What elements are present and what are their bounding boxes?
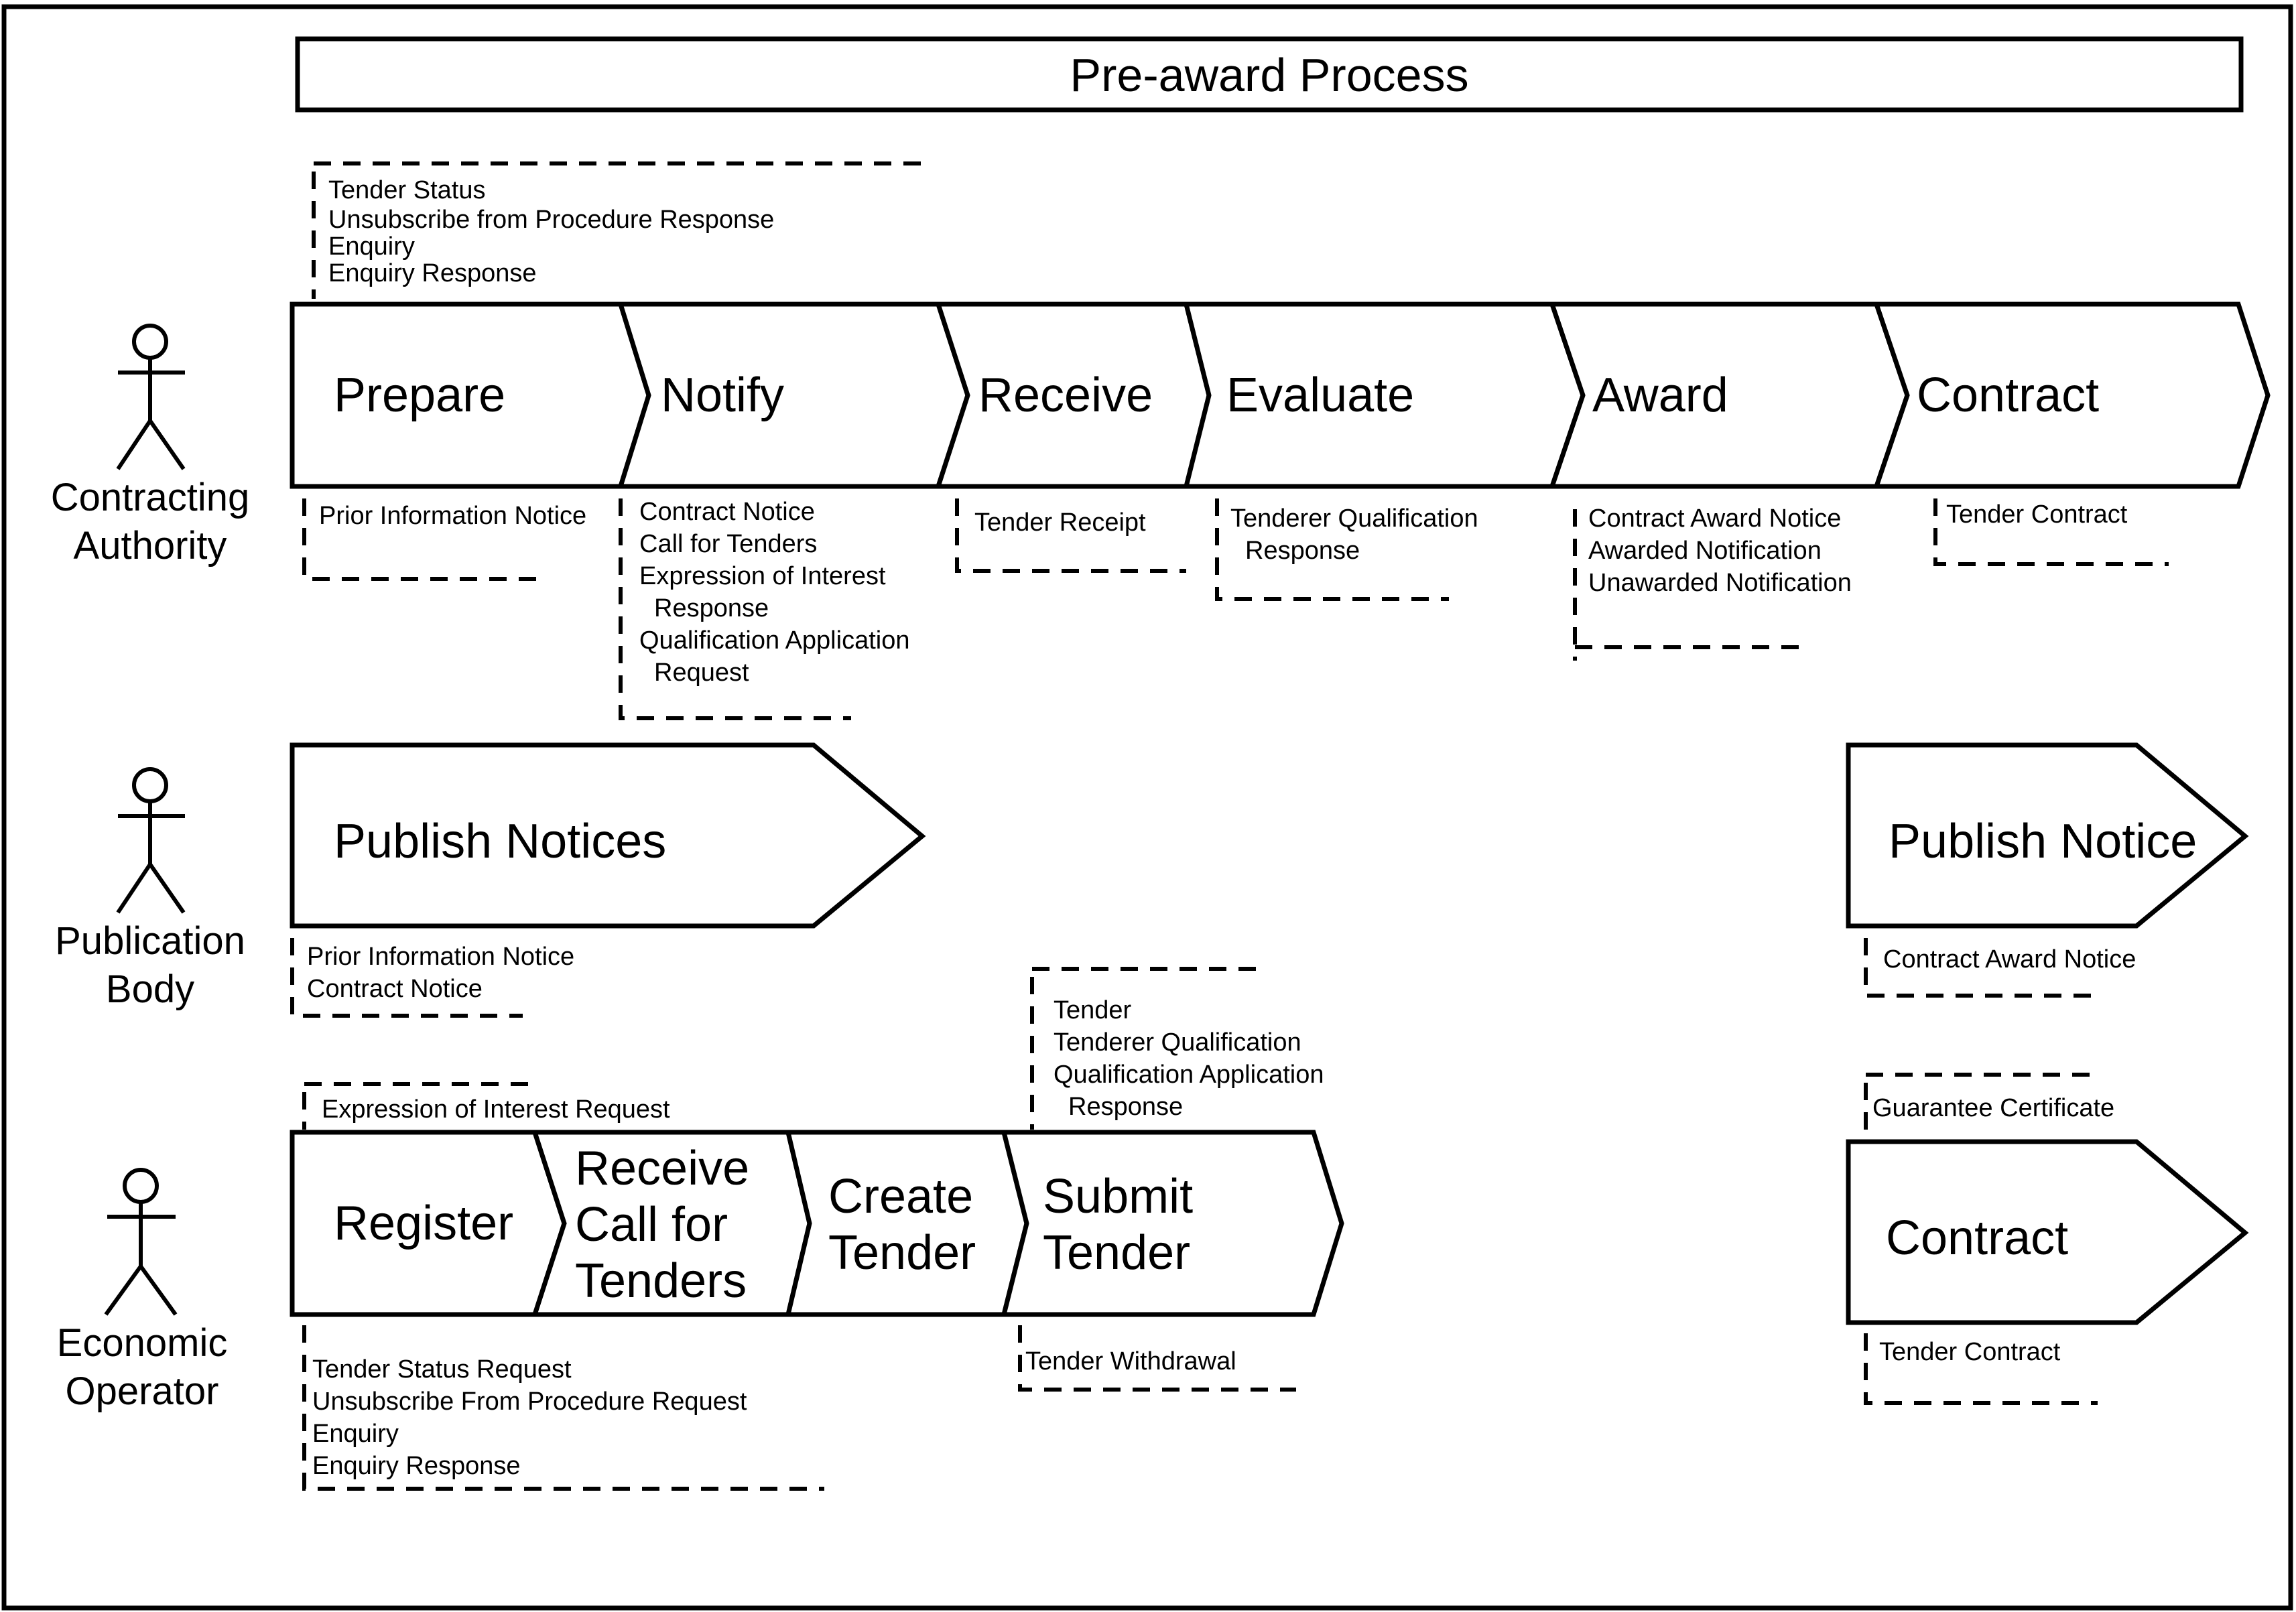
annotation-line: Response <box>1245 537 1360 565</box>
annotation-line: Tender Status Request <box>312 1355 572 1384</box>
annotation-line: Tender <box>1054 996 1132 1024</box>
annotation-publish-notice: Contract Award Notice <box>1864 938 2136 998</box>
actor-publication-body: Publication Body <box>55 767 245 1011</box>
step-publish-notices <box>290 742 926 929</box>
annotation-line: Tender Receipt <box>974 509 1146 537</box>
step-label: Prepare <box>334 368 505 422</box>
annotation-publish-notices: Prior Information Notice Contract Notice <box>290 938 574 1018</box>
annotation-register-bottom: Tender Status Request Unsubscribe From P… <box>302 1325 824 1491</box>
annotation-line: Tenderer Qualification <box>1230 505 1478 533</box>
annotation-line: Unawarded Notification <box>1588 569 1852 597</box>
annotation-contract-ca: Tender Contract <box>1933 498 2169 566</box>
actor-label-line: Authority <box>74 524 227 567</box>
annotation-contract-eo-bottom: Tender Contract <box>1864 1333 2098 1405</box>
annotation-award: Contract Award Notice Awarded Notificati… <box>1573 505 1852 661</box>
annotation-line: Enquiry Response <box>328 259 537 287</box>
step-label: Call for <box>575 1198 728 1252</box>
annotation-line: Contract Notice <box>307 975 483 1003</box>
ca-process-chain: Prepare Notify Receive Evaluate Award Co… <box>290 301 2271 489</box>
annotation-line: Enquiry <box>328 232 415 261</box>
actor-economic-operator: Economic Operator <box>57 1168 228 1413</box>
step-label: Tender <box>828 1226 976 1280</box>
stick-figure-icon <box>116 767 186 914</box>
annotation-line: Call for Tenders <box>639 530 817 558</box>
annotation-line: Qualification Application <box>639 626 909 655</box>
annotation-notify: Contract Notice Call for Tenders Express… <box>619 498 909 720</box>
step-publish-notice <box>1846 742 2249 929</box>
annotation-line: Tenderer Qualification <box>1054 1028 1301 1057</box>
page-title: Pre-award Process <box>1070 49 1468 101</box>
actor-label-line: Operator <box>66 1369 219 1413</box>
step-label: Tenders <box>575 1254 747 1308</box>
annotation-line: Tender Contract <box>1946 500 2128 529</box>
annotation-ca-top: Tender Status Unsubscribe from Procedure… <box>312 161 925 299</box>
annotation-receive: Tender Receipt <box>955 498 1186 573</box>
outer-frame <box>1 4 2293 1611</box>
actor-label-line: Body <box>106 967 194 1011</box>
annotation-line: Unsubscribe From Procedure Request <box>312 1388 747 1416</box>
annotation-line: Contract Notice <box>639 498 815 526</box>
step-label: Contract <box>1886 1211 2068 1265</box>
annotation-line: Awarded Notification <box>1588 537 1822 565</box>
step-label: Receive <box>978 368 1153 422</box>
annotation-line: Expression of Interest Request <box>322 1095 670 1124</box>
annotation-line: Tender Withdrawal <box>1025 1347 1236 1375</box>
annotation-line: Unsubscribe from Procedure Response <box>328 206 774 234</box>
step-label: Submit <box>1043 1170 1193 1223</box>
title-box <box>295 36 2244 113</box>
annotation-line: Tender Status <box>328 176 485 204</box>
stick-figure-icon <box>104 1168 178 1316</box>
actor-label-line: Contracting <box>51 476 250 519</box>
annotation-line: Contract Award Notice <box>1883 945 2136 973</box>
step-label: Notify <box>661 368 784 422</box>
annotation-line: Response <box>1068 1093 1183 1121</box>
annotation-line: Contract Award Notice <box>1588 505 1841 533</box>
step-label: Create <box>828 1170 973 1223</box>
step-label: Register <box>334 1197 513 1250</box>
step-label: Receive <box>575 1142 749 1195</box>
annotation-line: Enquiry Response <box>312 1452 521 1480</box>
annotation-line: Expression of Interest <box>639 562 886 590</box>
step-label: Tender <box>1043 1226 1190 1280</box>
annotation-line: Enquiry <box>312 1420 399 1448</box>
step-contract <box>1873 301 2271 489</box>
step-label: Publish Notices <box>334 815 666 868</box>
step-label: Contract <box>1917 368 2099 422</box>
annotation-register-top: Expression of Interest Request <box>302 1082 670 1130</box>
annotation-line: Qualification Application <box>1054 1061 1324 1089</box>
annotation-contract-eo-top: Guarantee Certificate <box>1864 1073 2114 1132</box>
step-submit-tender <box>1001 1130 1344 1317</box>
step-label: Evaluate <box>1226 368 1414 422</box>
stick-figure-icon <box>116 324 186 470</box>
annotation-line: Response <box>654 594 769 622</box>
actor-contracting-authority: Contracting Authority <box>51 324 250 567</box>
eo-process-chain: Register Receive Call for Tenders Create… <box>290 1130 1344 1317</box>
actor-label-line: Economic <box>57 1321 228 1365</box>
annotation-line: Prior Information Notice <box>319 502 586 530</box>
annotation-line: Request <box>654 659 749 687</box>
step-label: Award <box>1592 368 1728 422</box>
annotation-submit-bottom: Tender Withdrawal <box>1018 1325 1296 1392</box>
step-create-tender <box>785 1130 1029 1317</box>
annotation-evaluate: Tenderer Qualification Response <box>1215 498 1478 601</box>
actor-label-line: Publication <box>55 919 245 963</box>
annotation-prepare: Prior Information Notice <box>302 498 586 581</box>
step-label: Publish Notice <box>1889 815 2197 868</box>
annotation-line: Guarantee Certificate <box>1872 1094 2114 1122</box>
annotation-line: Prior Information Notice <box>307 943 574 971</box>
step-contract-eo <box>1846 1139 2249 1325</box>
annotation-line: Tender Contract <box>1879 1338 2061 1366</box>
annotation-submit-top: Tender Tenderer Qualification Qualificat… <box>1030 967 1324 1130</box>
